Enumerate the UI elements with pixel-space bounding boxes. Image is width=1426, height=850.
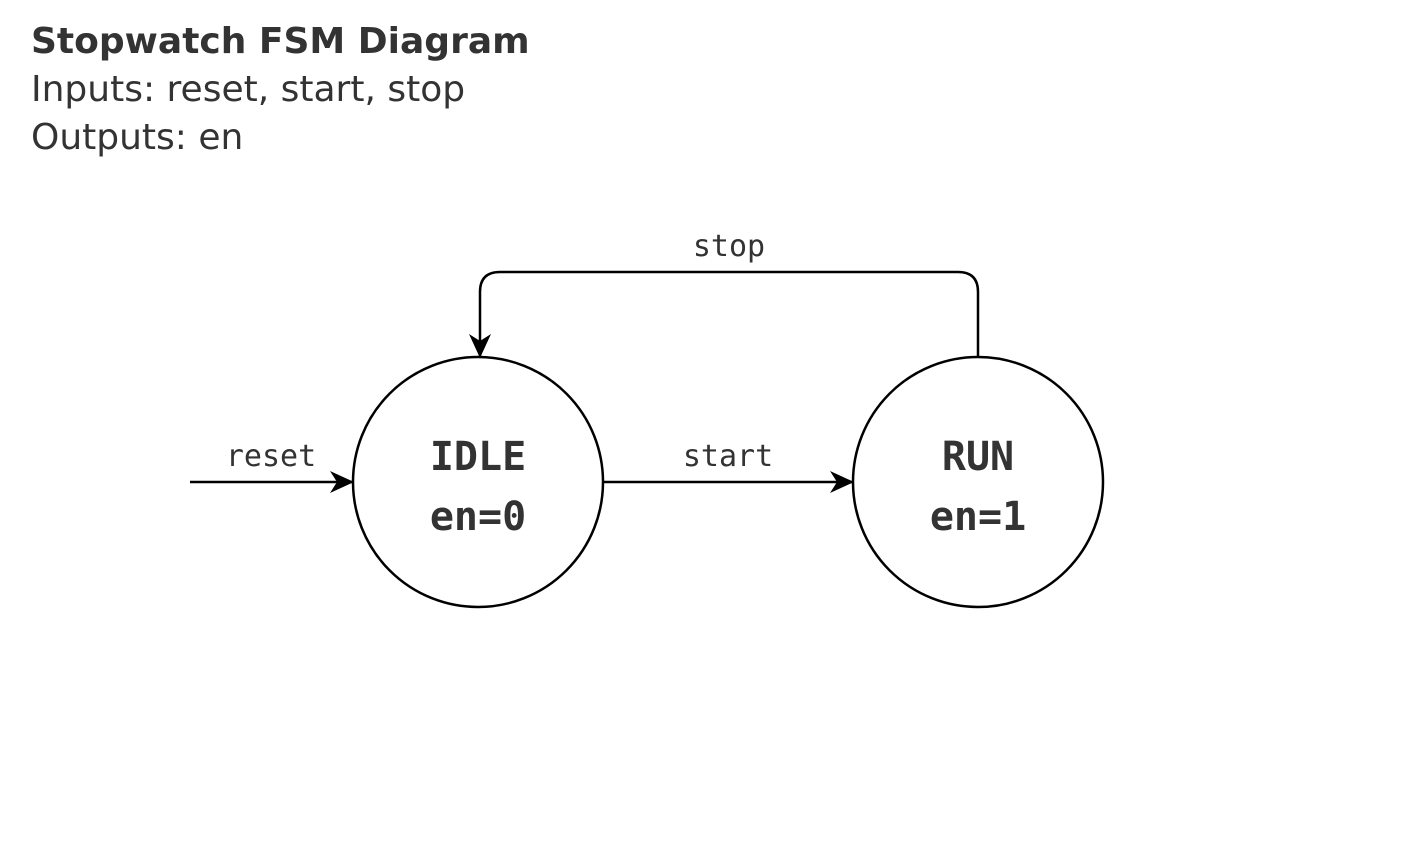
stop-arrow <box>469 270 980 358</box>
stop-transition: stop <box>469 229 980 358</box>
reset-transition: reset <box>190 439 354 493</box>
diagram-header: Stopwatch FSM Diagram Inputs: reset, sta… <box>31 18 530 162</box>
state-idle-output: en=0 <box>430 494 526 540</box>
start-transition: start <box>603 439 854 493</box>
stop-label: stop <box>693 229 765 264</box>
state-idle-circle <box>351 355 605 609</box>
state-run-circle <box>851 355 1105 609</box>
start-label: start <box>683 439 773 474</box>
state-run-output: en=1 <box>930 494 1026 540</box>
diagram-title: Stopwatch FSM Diagram <box>31 21 530 62</box>
state-idle-name: IDLE <box>430 434 526 480</box>
state-run: RUN en=1 <box>851 355 1105 609</box>
inputs-label: Inputs: reset, start, stop <box>31 69 466 110</box>
state-run-name: RUN <box>942 434 1014 480</box>
outputs-label: Outputs: en <box>31 117 244 158</box>
reset-label: reset <box>226 439 316 474</box>
state-idle: IDLE en=0 <box>351 355 605 609</box>
